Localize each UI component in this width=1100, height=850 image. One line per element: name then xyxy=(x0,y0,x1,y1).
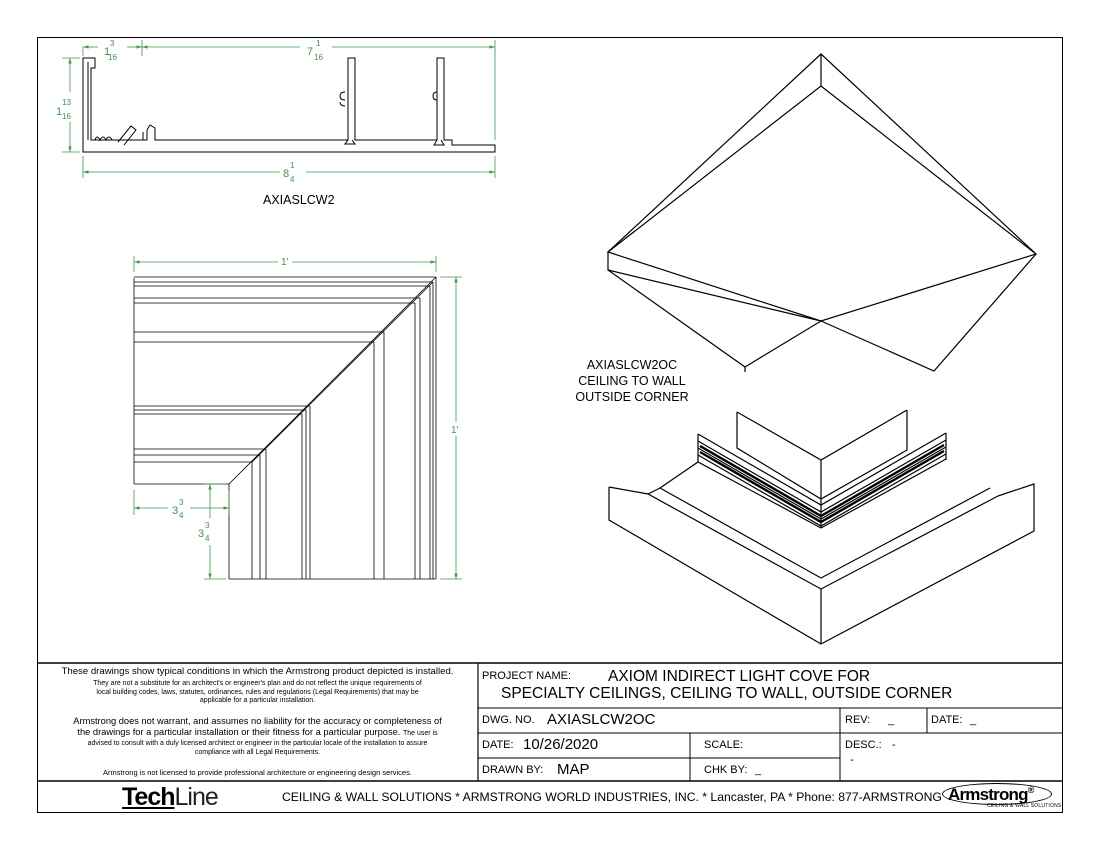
disclaimer-paragraph-2: Armstrong does not warrant, and assumes … xyxy=(39,716,476,739)
techline-logo-light: Line xyxy=(174,783,219,811)
dim-label: 1 xyxy=(56,106,62,118)
footer-company-text: CEILING & WALL SOLUTIONS * ARMSTRONG WOR… xyxy=(282,790,942,804)
profile-dimensions xyxy=(62,40,496,178)
iso-label-line: OUTSIDE CORNER xyxy=(575,390,688,404)
dim-label: 4 xyxy=(179,511,184,520)
disclaimer-line: the drawings for a particular installati… xyxy=(77,727,401,737)
dim-label: 3 xyxy=(198,528,204,540)
desc-value: - xyxy=(892,739,896,751)
disclaimer-line: compliance with all Legal Requirements. xyxy=(194,748,321,756)
dim-label: 1 xyxy=(104,46,110,58)
dim-label: 1' xyxy=(451,425,459,436)
disclaimer-paragraph-1: They are not a substitute for an archite… xyxy=(39,680,476,706)
dim-label: 3 xyxy=(110,39,115,48)
iso-label-line: AXIASLCW2OC xyxy=(587,358,677,372)
date-value-top: _ xyxy=(970,714,977,726)
armstrong-tagline: CEILING & WALL SOLUTIONS xyxy=(987,803,1062,809)
project-name-label: PROJECT NAME: xyxy=(482,670,572,682)
drawn-by-value: MAP xyxy=(557,761,590,778)
dim-label: 1 xyxy=(316,39,321,48)
isometric-corner-top xyxy=(606,53,1038,372)
scale-label: SCALE: xyxy=(704,739,744,751)
armstrong-logo: Armstrong® CEILING & WALL SOLUTIONS xyxy=(942,783,1062,809)
chk-by-value: _ xyxy=(755,764,762,776)
dim-label: 16 xyxy=(108,53,117,62)
disclaimer-line: The user is xyxy=(402,730,438,737)
desc-label: DESC.: xyxy=(845,739,882,751)
armstrong-logo-swoosh xyxy=(942,783,1052,805)
chk-by-label: CHK BY: xyxy=(704,764,748,776)
dwg-no-value: AXIASLCW2OC xyxy=(547,711,656,728)
dim-label: 1' xyxy=(281,257,289,268)
disclaimer-line: Armstrong does not warrant, and assumes … xyxy=(73,716,442,726)
armstrong-wordmark: Armstrong® xyxy=(948,785,1034,805)
profile-label: AXIASLCW2 xyxy=(263,193,335,207)
plan-dim-labels: 1' 1' 3 3 4 3 3 4 xyxy=(172,257,459,543)
dim-label: 4 xyxy=(290,175,295,184)
isometric-corner-bottom xyxy=(608,409,1035,645)
disclaimer-line: advised to consult with a duly licensed … xyxy=(87,740,428,747)
plan-view xyxy=(133,276,437,580)
iso-label: AXIASLCW2OC CEILING TO WALL OUTSIDE CORN… xyxy=(575,358,688,404)
disclaimer-line: local building codes, laws, statutes, or… xyxy=(96,688,419,696)
dim-label: 3 xyxy=(172,505,178,517)
profile-dim-labels: 1 3 16 7 1 16 1 13 16 8 1 4 xyxy=(56,39,323,184)
dim-label: 3 xyxy=(205,521,210,530)
date-value: 10/26/2020 xyxy=(523,736,599,753)
iso-bottom-dark-bands xyxy=(699,443,945,524)
title-block-grid xyxy=(37,662,1063,782)
dwg-no-label: DWG. NO. xyxy=(482,714,535,726)
profile-section xyxy=(82,57,496,153)
dim-label: 4 xyxy=(205,534,210,543)
dim-label: 16 xyxy=(314,53,323,62)
iso-label-line: CEILING TO WALL xyxy=(578,374,685,388)
techline-logo: TechLine xyxy=(122,783,219,812)
disclaimer-line: applicable for a particular installation… xyxy=(199,697,316,705)
armstrong-reg-mark: ® xyxy=(1027,785,1035,795)
dim-label: 3 xyxy=(179,498,184,507)
desc-value-2: - xyxy=(850,754,854,766)
date-label: DATE: xyxy=(482,739,514,751)
dim-label: 13 xyxy=(62,98,71,107)
disclaimer-line: They are not a substitute for an archite… xyxy=(93,680,422,687)
techline-logo-bold: Tech xyxy=(122,783,175,811)
date-label-top: DATE: xyxy=(931,714,963,726)
drawing-sheet-border xyxy=(37,37,1063,813)
dim-label: 16 xyxy=(62,112,71,121)
project-name-line-1: AXIOM INDIRECT LIGHT COVE FOR xyxy=(608,668,871,685)
dim-label: 1 xyxy=(290,161,295,170)
drawn-by-label: DRAWN BY: xyxy=(482,764,544,776)
disclaimer-paragraph-3: advised to consult with a duly licensed … xyxy=(39,740,476,757)
rev-value: _ xyxy=(888,714,895,726)
disclaimer-heading: These drawings show typical conditions i… xyxy=(61,666,454,677)
armstrong-name: Armstrong xyxy=(948,785,1029,804)
dim-label: 7 xyxy=(307,46,313,58)
project-name-line-2: SPECIALTY CEILINGS, CEILING TO WALL, OUT… xyxy=(501,685,953,702)
rev-label: REV: xyxy=(845,714,871,726)
plan-dimensions xyxy=(133,256,462,580)
dim-label: 8 xyxy=(283,168,289,180)
disclaimer-license: Armstrong is not licensed to provide pro… xyxy=(103,768,412,777)
